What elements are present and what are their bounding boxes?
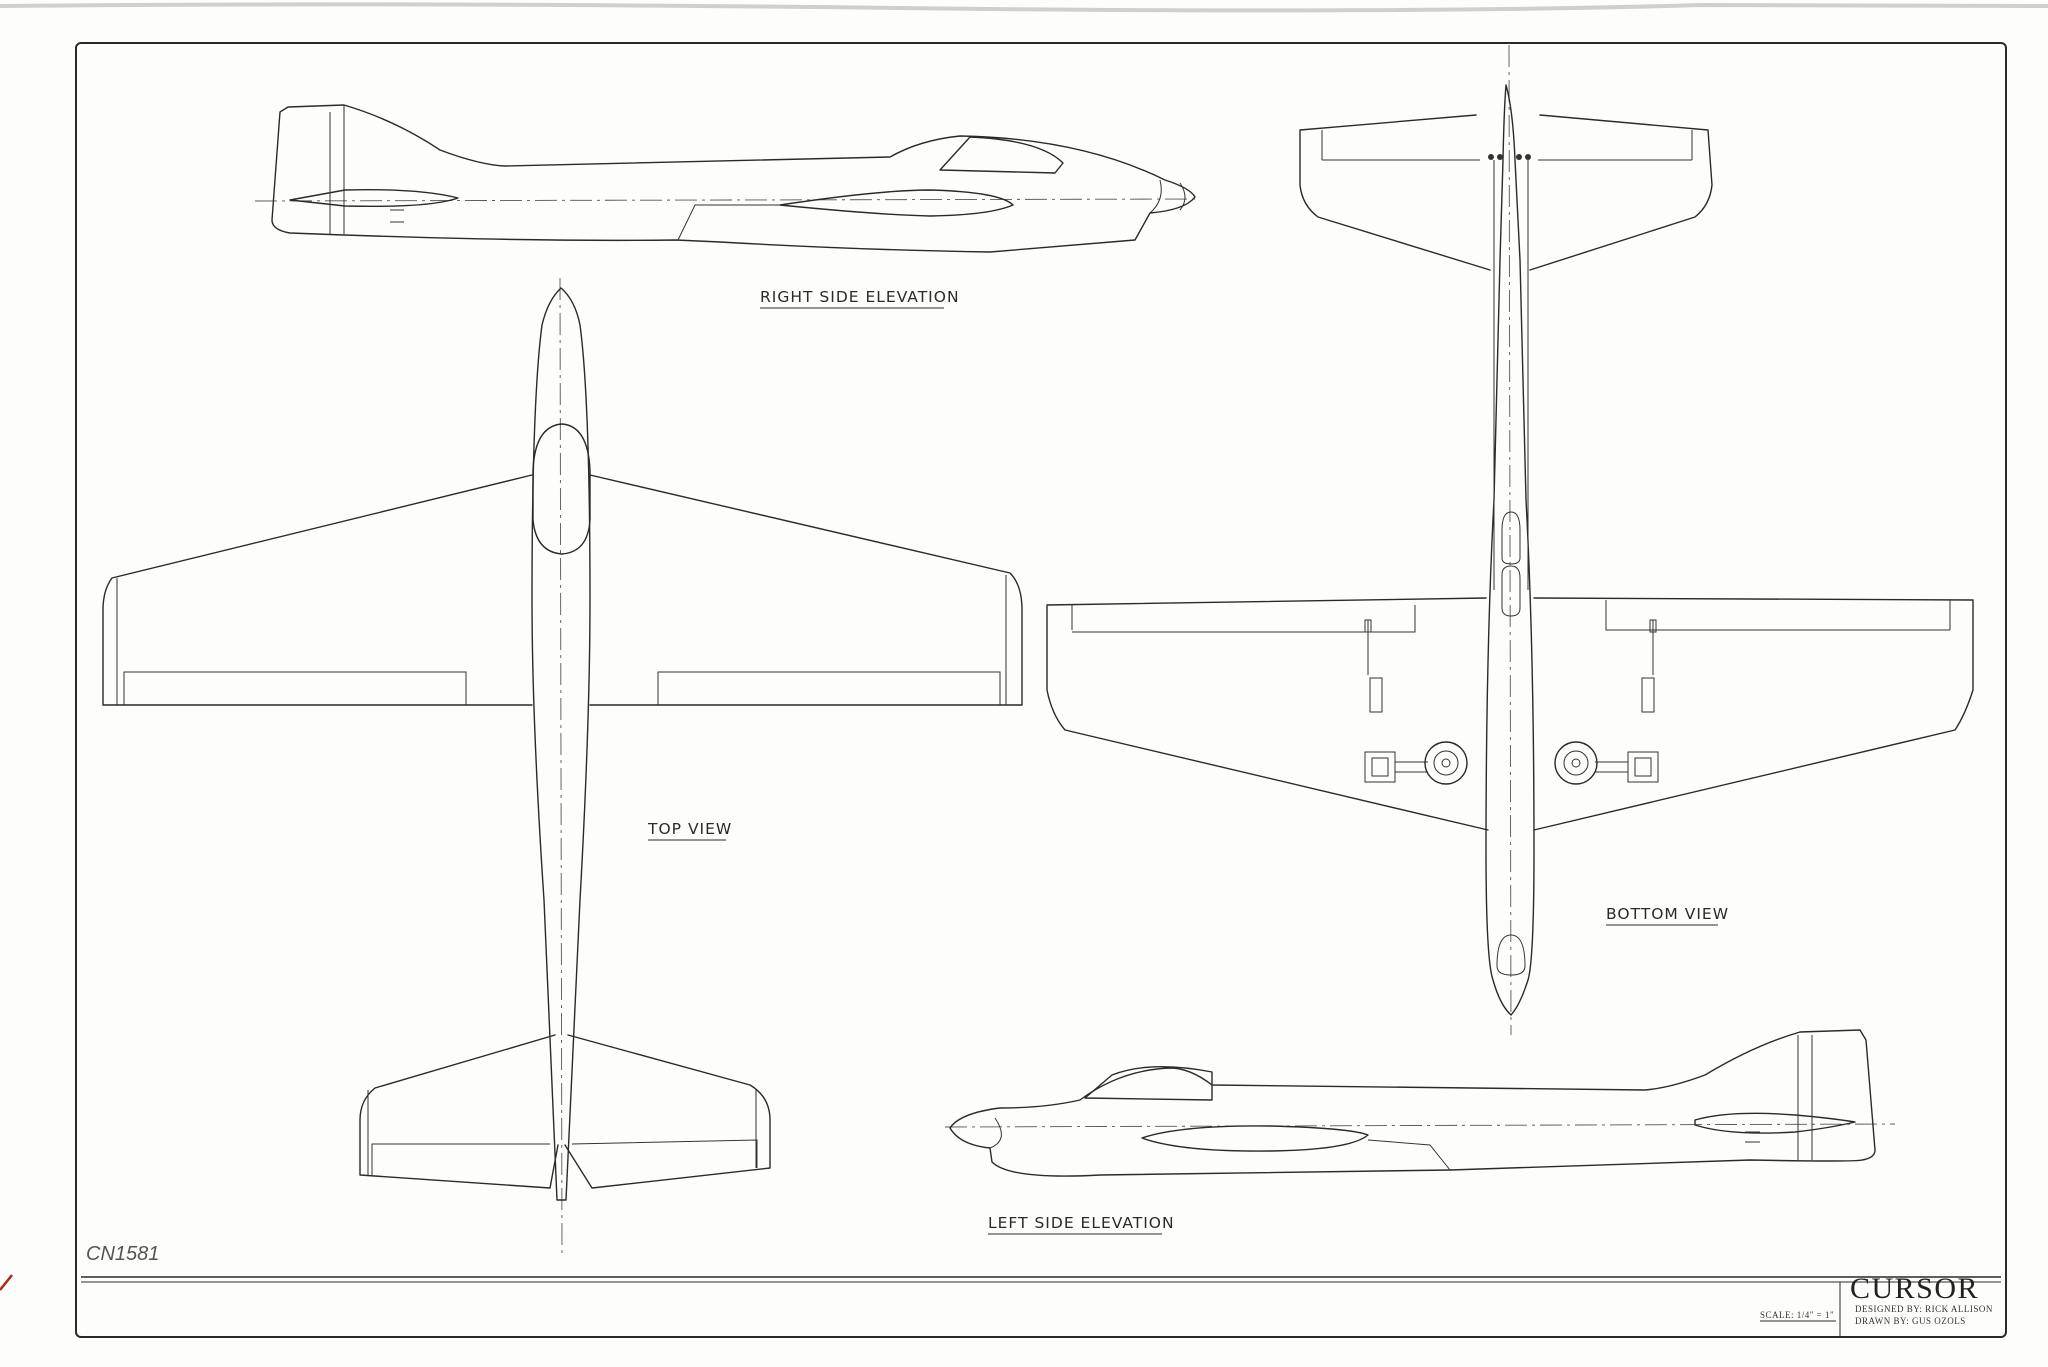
designed-by: DESIGNED BY: RICK ALLISON bbox=[1855, 1304, 1993, 1314]
bottom-view: BOTTOM VIEW bbox=[1046, 44, 1974, 1036]
title-block: CURSOR DESIGNED BY: RICK ALLISON DRAWN B… bbox=[1760, 1272, 1993, 1326]
right-wheel-assembly bbox=[1554, 741, 1659, 785]
scale-note: SCALE: 1/4" = 1" bbox=[1760, 1310, 1834, 1320]
red-pencil-mark bbox=[0, 1274, 13, 1291]
right-side-elevation-label: RIGHT SIDE ELEVATION bbox=[760, 288, 960, 306]
left-side-elevation: LEFT SIDE ELEVATION bbox=[944, 1029, 1896, 1235]
right-side-elevation: RIGHT SIDE ELEVATION bbox=[254, 104, 1201, 309]
drawing-border bbox=[75, 42, 2007, 1338]
left-wheel-assembly bbox=[1364, 741, 1468, 785]
drawing-title: CURSOR bbox=[1850, 1272, 1979, 1305]
top-view: TOP VIEW bbox=[102, 277, 1023, 1259]
drawn-by: DRAWN BY: GUS OZOLS bbox=[1855, 1316, 1966, 1326]
catalog-mark: CN1581 bbox=[86, 1243, 159, 1265]
paper-edge bbox=[0, 2, 2048, 13]
left-side-elevation-label: LEFT SIDE ELEVATION bbox=[988, 1214, 1175, 1232]
top-view-label: TOP VIEW bbox=[647, 820, 732, 838]
bottom-view-label: BOTTOM VIEW bbox=[1606, 905, 1729, 923]
